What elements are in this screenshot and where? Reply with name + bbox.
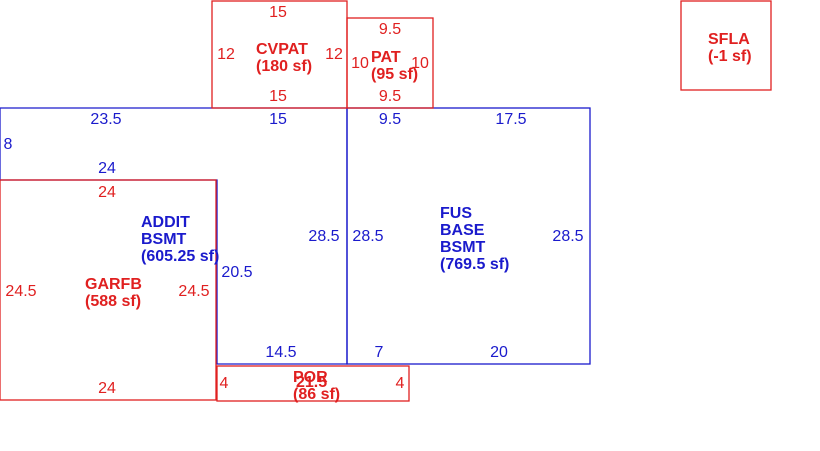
pat-dim-right: 10 (411, 55, 429, 72)
fus-area: (769.5 sf) (440, 256, 509, 273)
garfb-dim-left: 24.5 (5, 283, 36, 300)
addit-dim-inner-top: 24 (98, 160, 116, 177)
garfb-outline (0, 179, 217, 401)
sfla-outline (680, 0, 772, 91)
cvpat-area: (180 sf) (256, 58, 312, 75)
cvpat-dim-left: 12 (217, 46, 235, 63)
pat-outline (346, 17, 434, 109)
por-dim-left: 4 (220, 375, 229, 392)
pat-name: PAT (371, 49, 401, 66)
fus-dim-left: 28.5 (352, 228, 383, 245)
addit-area: (605.25 sf) (141, 248, 219, 265)
pat-dim-left: 10 (351, 55, 369, 72)
cvpat-dim-bottom: 15 (269, 88, 287, 105)
cvpat-dim-right: 12 (325, 46, 343, 63)
por-dim-right: 4 (396, 375, 405, 392)
garfb-name: GARFB (85, 276, 142, 293)
fus-name-1: FUS (440, 205, 472, 222)
cvpat-name: CVPAT (256, 41, 308, 58)
addit-dim-bottom: 14.5 (265, 344, 296, 361)
fus-dim-right: 28.5 (552, 228, 583, 245)
por-area: (86 sf) (293, 386, 340, 403)
cvpat-dim-top: 15 (269, 4, 287, 21)
fus-dim-bottom-right: 20 (490, 344, 508, 361)
garfb-dim-top: 24 (98, 184, 116, 201)
addit-dim-top-left: 23.5 (90, 111, 121, 128)
addit-dim-left: 8 (4, 136, 13, 153)
fus-base-bsmt-outline (346, 107, 591, 365)
fus-dim-top-left: 9.5 (379, 111, 401, 128)
fus-dim-top-right: 17.5 (495, 111, 526, 128)
addit-dim-inner-left: 20.5 (221, 264, 252, 281)
addit-name-2: BSMT (141, 231, 187, 248)
garfb-dim-bottom: 24 (98, 380, 116, 397)
garfb-dim-right: 24.5 (178, 283, 209, 300)
por-outline (216, 365, 410, 402)
por-name: POR (293, 369, 328, 386)
sfla-name: SFLA (708, 31, 750, 48)
pat-dim-bottom: 9.5 (379, 88, 401, 105)
pat-area: (95 sf) (371, 66, 418, 83)
sfla-area: (-1 sf) (708, 48, 752, 65)
fus-name-3: BSMT (440, 239, 486, 256)
addit-dim-right: 28.5 (308, 228, 339, 245)
addit-name-1: ADDIT (141, 214, 190, 231)
fus-name-2: BASE (440, 222, 485, 239)
pat-dim-top: 9.5 (379, 21, 401, 38)
addit-dim-top-right: 15 (269, 111, 287, 128)
por-overlap-value: 21.5 (296, 374, 327, 391)
fus-dim-bottom-left: 7 (375, 344, 384, 361)
garfb-area: (588 sf) (85, 293, 141, 310)
